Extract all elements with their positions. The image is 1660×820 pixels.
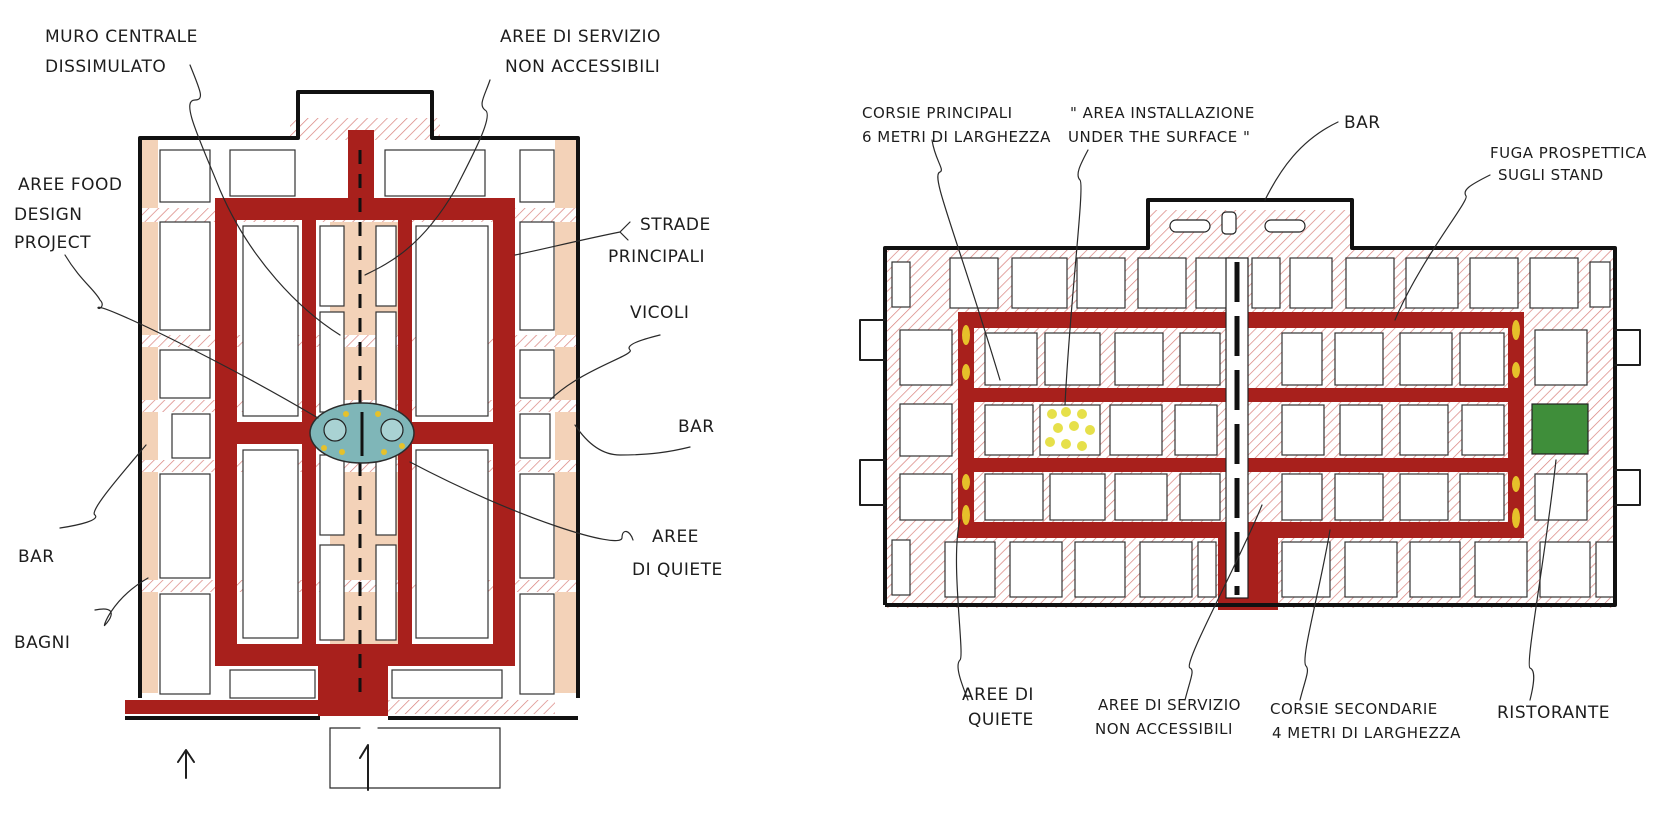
left-entry-box — [329, 727, 501, 789]
label-aree-servizio-1: AREE DI SERVIZIO — [500, 27, 661, 47]
right-side-notch — [1614, 329, 1641, 366]
right-stands-row-3 — [899, 403, 1505, 457]
label-aree-quiete-1: AREE DI — [962, 685, 1034, 705]
label-bar-right: BAR — [678, 417, 715, 437]
label-aree-quiete-2: QUIETE — [968, 710, 1034, 730]
label-aree-servizio-2: NON ACCESSIBILI — [1095, 720, 1233, 738]
label-strade-2: PRINCIPALI — [608, 247, 705, 267]
left-leader-lines — [59, 64, 691, 627]
right-leader-lines — [931, 121, 1557, 701]
left-hatch-entry — [290, 118, 440, 140]
label-aree-food-1: AREE FOOD — [18, 175, 122, 195]
left-peach-band-east — [555, 138, 577, 693]
right-side-notch — [1614, 469, 1641, 506]
label-aree-quiete-2: DI QUIETE — [632, 560, 723, 580]
label-area-installazione-1: " AREA INSTALLAZIONE — [1070, 104, 1255, 122]
left-entry-box — [329, 727, 361, 746]
label-corsie-secondarie-2: 4 METRI DI LARGHEZZA — [1272, 724, 1461, 742]
left-stands — [159, 149, 555, 699]
label-corsie-principali-1: CORSIE PRINCIPALI — [862, 104, 1013, 122]
label-muro-centrale-2: DISSIMULATO — [45, 57, 166, 77]
left-side-entry-arrow — [177, 749, 195, 779]
label-fuga-2: SUGLI STAND — [1498, 166, 1604, 184]
label-aree-quiete-1: AREE — [652, 527, 699, 547]
left-floor-plan: MURO CENTRALE DISSIMULATO AREE DI SERVIZ… — [14, 27, 723, 791]
right-side-notch — [859, 319, 886, 361]
label-aree-food-3: PROJECT — [14, 233, 91, 253]
label-fuga-1: FUGA PROSPETTICA — [1490, 144, 1647, 162]
right-stands-row-2 — [899, 329, 1588, 386]
right-bar-fixtures — [1169, 211, 1306, 235]
left-peach-band-west — [138, 138, 158, 693]
label-corsie-principali-2: 6 METRI DI LARGHEZZA — [862, 128, 1051, 146]
left-quiet-area — [309, 402, 415, 464]
left-main-roads — [125, 130, 515, 716]
label-area-installazione-2: UNDER THE SURFACE " — [1068, 128, 1250, 146]
right-outer-wall — [883, 198, 1617, 607]
label-corsie-secondarie-1: CORSIE SECONDARIE — [1270, 700, 1438, 718]
label-vicoli: VICOLI — [630, 303, 689, 323]
right-stands-bottom-row — [891, 539, 1615, 598]
label-aree-servizio-2: NON ACCESSIBILI — [505, 57, 660, 77]
label-bar: BAR — [1344, 113, 1381, 133]
left-entry-arrow — [359, 744, 369, 791]
label-aree-servizio-1: AREE DI SERVIZIO — [1098, 696, 1241, 714]
left-outer-wall — [138, 90, 580, 698]
right-side-notch — [859, 459, 886, 506]
right-service-spine — [1225, 257, 1249, 599]
right-installation-area — [1039, 404, 1101, 456]
label-muro-centrale-1: MURO CENTRALE — [45, 27, 198, 47]
right-floor-plan: CORSIE PRINCIPALI 6 METRI DI LARGHEZZA "… — [859, 104, 1647, 742]
label-bar-left: BAR — [18, 547, 55, 567]
label-strade-1: STRADE — [640, 215, 711, 235]
right-quiet-marks — [962, 320, 1520, 528]
label-aree-food-2: DESIGN — [14, 205, 83, 225]
label-bagni: BAGNI — [14, 633, 70, 653]
right-stands-row-4 — [899, 473, 1588, 521]
right-restaurant — [1531, 403, 1589, 455]
label-ristorante: RISTORANTE — [1497, 703, 1610, 723]
